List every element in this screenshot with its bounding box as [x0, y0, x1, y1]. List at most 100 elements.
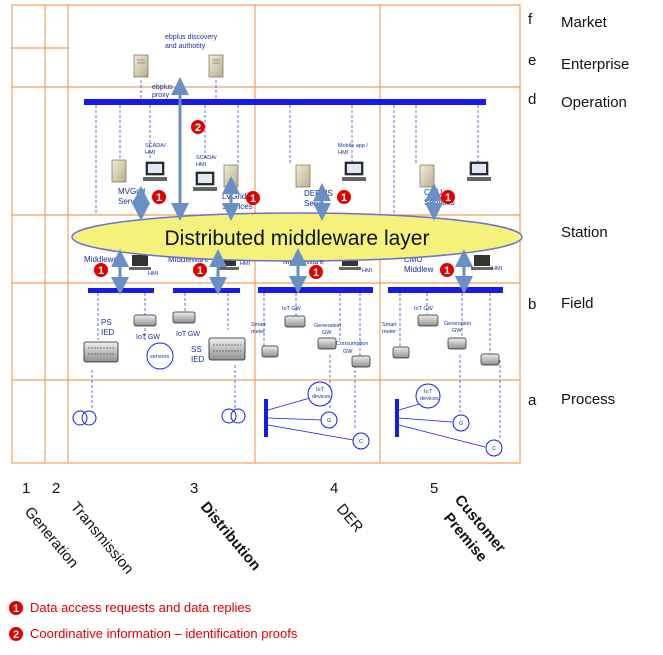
zone-letter-f: f	[528, 11, 533, 28]
mvgrid-services-line2: Services	[118, 197, 149, 206]
zone-name-operation: Operation	[561, 94, 627, 111]
operation-bus	[84, 99, 486, 105]
derms-services-line2: Serv	[304, 199, 320, 208]
svg-text:2: 2	[13, 629, 19, 641]
scada-hmi-2-line2: HMI	[196, 162, 207, 168]
iot-gw-label-3: IoT GW	[282, 306, 302, 312]
legend-badge-2	[9, 627, 23, 641]
generation-gateway-icon	[317, 337, 337, 350]
scada-hmi-1-line2: HMI	[145, 150, 156, 156]
domain-num-1: 1	[22, 480, 30, 497]
zone-letter-a: a	[528, 392, 537, 409]
generation-gateway-icon	[447, 337, 467, 350]
legend: 1 Data access requests and data replies …	[9, 600, 298, 641]
mobile-hmi-line1: Mobile app /	[338, 143, 368, 149]
workstation-icon	[342, 161, 366, 181]
workstation-icon	[129, 255, 151, 270]
svg-text:1: 1	[445, 192, 451, 204]
svg-text:1: 1	[98, 265, 104, 277]
enterprise-zone: ebplus discovery and authotity ebplus pr…	[133, 34, 224, 99]
discovery-label-line1: ebplus discovery	[165, 34, 218, 41]
zone-name-field: Field	[561, 295, 594, 312]
domain-name-distribution: Distribution	[197, 499, 264, 574]
ps-ied-device-icon	[83, 341, 119, 363]
consumer-circle	[352, 432, 370, 450]
svg-text:2: 2	[195, 122, 201, 134]
proxy-label-line2: proxy	[152, 92, 170, 99]
zone-domain-grid	[11, 4, 521, 464]
workstation-icon	[471, 255, 493, 270]
ps-ied-line2: IED	[101, 328, 115, 337]
zone-letter-b: b	[528, 296, 536, 313]
domain-labels: 1 2 3 4 5 Generation Transmission Distri…	[21, 480, 509, 577]
badge-one: 1	[441, 190, 455, 204]
lvgrid-server-icon	[223, 164, 239, 188]
iot-devices-1-line2: devices	[312, 394, 331, 400]
generator-label-2: G	[459, 421, 463, 427]
ss-ied-device-icon	[208, 337, 246, 361]
sensors-label: sensors	[150, 354, 170, 360]
ss-ied-line2: IED	[191, 355, 205, 364]
workstation-icon	[467, 161, 491, 181]
badge-one: 1	[94, 263, 108, 277]
svg-text:1: 1	[313, 267, 319, 279]
process-zone: IoT devices G C IoT devices G C	[72, 381, 503, 457]
iot-devices-circle	[415, 383, 441, 409]
generation-gw-2-line2: GW	[452, 328, 462, 334]
field-bus-der	[258, 287, 373, 293]
svg-text:1: 1	[197, 265, 203, 277]
zone-name-process: Process	[561, 391, 615, 408]
badge-one: 1	[309, 265, 323, 279]
hmi-label-4: HMI	[492, 266, 503, 272]
cmu-middleware-line2: Middlew	[404, 265, 434, 274]
cmu-server-icon	[419, 164, 435, 188]
consumption-gw-line1: Consumption	[336, 341, 368, 347]
zone-name-market: Market	[561, 14, 608, 31]
dashed-connectors	[91, 80, 501, 440]
smart-meter-1-line2: meter	[251, 329, 265, 335]
lvgrid-services-line1: LVGrid	[222, 192, 246, 201]
transformer-icon	[221, 408, 246, 424]
gateway-icon	[480, 353, 500, 366]
domain-num-4: 4	[330, 480, 338, 497]
authority-server-icon	[208, 54, 224, 78]
legend-item-2: 2 Coordinative information – identificat…	[9, 626, 298, 641]
badge-one: 1	[193, 263, 207, 277]
svg-text:1: 1	[250, 193, 256, 205]
cmu-middleware-line1: CMU	[404, 255, 422, 264]
scada-hmi-1-line1: SCADA/	[145, 143, 166, 149]
sensors-circle	[146, 342, 174, 370]
derms-services-line1: DERMS	[304, 189, 333, 198]
generation-gw-1-line2: GW	[322, 330, 332, 336]
hmi-label-2: HMI	[240, 261, 251, 267]
domain-num-3: 3	[190, 480, 198, 497]
consumer-circle	[485, 439, 503, 457]
iot-gateway-icon	[172, 311, 196, 324]
iot-devices-2-line1: IoT	[424, 389, 433, 395]
zone-name-station: Station	[561, 224, 608, 241]
field-bus-customer	[388, 287, 503, 293]
process-links	[267, 397, 486, 448]
domain-name-transmission: Transmission	[67, 499, 137, 578]
generator-circle	[452, 414, 470, 432]
smart-meter-icon	[261, 345, 279, 358]
svg-text:1: 1	[13, 603, 19, 615]
generator-circle	[320, 411, 338, 429]
iot-devices-1-line1: IoT	[316, 387, 325, 393]
lvgrid-services-line2: Services	[222, 202, 253, 211]
middleware-label-1: Middleware	[84, 255, 125, 264]
generation-gw-1-line1: Generation	[314, 323, 341, 329]
domain-num-2: 2	[52, 480, 60, 497]
field-bus-distribution-1	[88, 288, 154, 293]
smart-meter-icon	[392, 346, 410, 359]
iot-gw-label-2: IoT GW	[176, 331, 200, 338]
hmi-label-3: HMI	[362, 268, 373, 274]
proxy-label-line1: ebplus	[152, 84, 173, 91]
ss-ied-line1: SS	[191, 345, 202, 354]
svg-text:1: 1	[341, 192, 347, 204]
iot-devices-2-line2: devices	[420, 396, 439, 402]
svg-text:1: 1	[444, 265, 450, 277]
badge-one: 1	[440, 263, 454, 277]
proxy-server-icon	[133, 54, 149, 78]
distributed-middleware-layer: Distributed middleware layer	[71, 212, 523, 262]
